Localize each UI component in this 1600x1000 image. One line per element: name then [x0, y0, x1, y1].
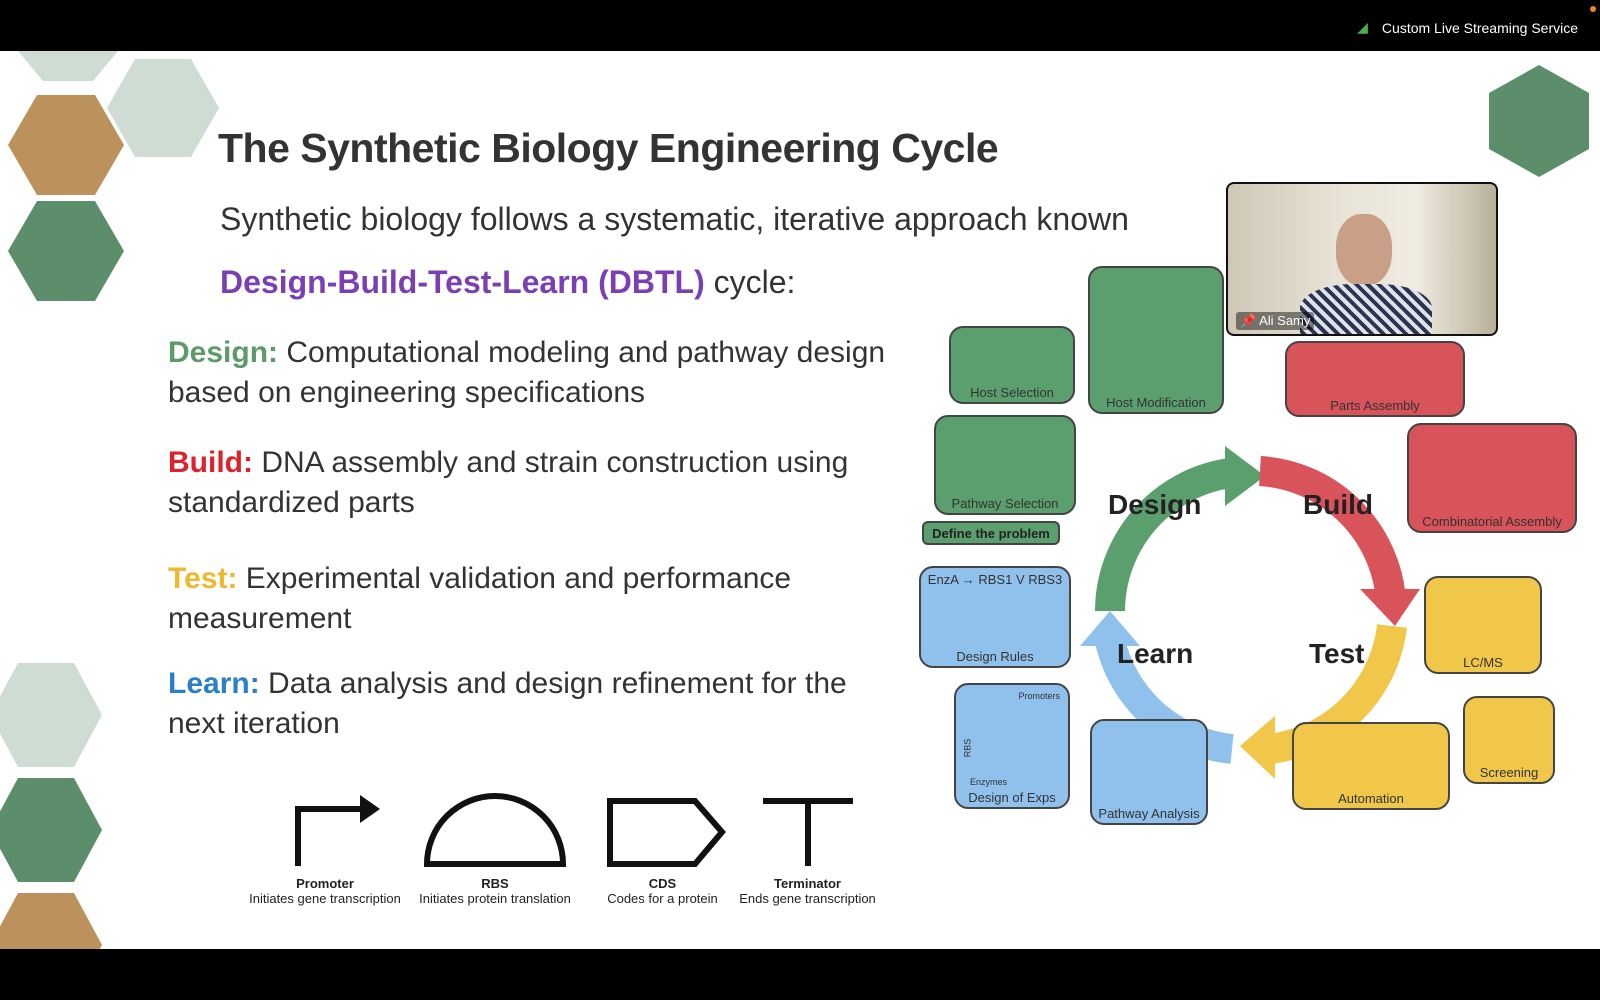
- speaker-head: [1336, 214, 1392, 286]
- sbol-symbols-graphic: [295, 793, 853, 867]
- axis-label-promoters: Promoters: [1018, 691, 1060, 701]
- promoter-glyph: [295, 806, 365, 866]
- bullet-learn: Learn: Data analysis and design refineme…: [168, 664, 888, 744]
- symbol-desc: Ends gene transcription: [739, 891, 876, 906]
- parts-assembly-box: Parts Assembly: [1285, 341, 1465, 417]
- bullet-term: Learn:: [168, 667, 260, 700]
- box-top-label: EnzA → RBS1 V RBS3: [927, 572, 1063, 587]
- bullet-text: Computational modeling and pathway desig…: [168, 336, 886, 409]
- streaming-status[interactable]: ◢ Custom Live Streaming Service: [1357, 19, 1578, 36]
- cycle-label-design: Design: [1108, 489, 1202, 520]
- symbol-name: Terminator: [774, 876, 841, 891]
- dbtl-suffix: cycle:: [704, 264, 796, 300]
- box-label: Pathway Analysis: [1098, 806, 1200, 821]
- decor-hexagon: [8, 95, 124, 195]
- promoter-arrowhead: [360, 795, 380, 823]
- box-label: Parts Assembly: [1330, 398, 1420, 413]
- axis-label-rbs: RBS: [962, 738, 973, 758]
- bullet-term: Design:: [168, 336, 279, 369]
- box-label: Host Selection: [970, 385, 1054, 400]
- broadcast-icon: ◢: [1357, 19, 1368, 35]
- host-modification-box: Host Modification: [1088, 266, 1224, 414]
- pathway-analysis-box: Pathway Analysis: [1090, 719, 1208, 825]
- symbol-desc: Initiates gene transcription: [249, 891, 401, 906]
- bullet-text: Experimental validation and performance …: [168, 562, 792, 635]
- box-label: Define the problem: [932, 525, 1050, 541]
- box-label: Host Modification: [1106, 395, 1206, 410]
- decor-hexagon: [0, 893, 102, 949]
- bullet-term: Test:: [168, 562, 238, 595]
- speaker-video-tile[interactable]: 📌 Ali Samy: [1226, 182, 1498, 336]
- symbol-name: RBS: [481, 876, 509, 891]
- box-label: Pathway Selection: [951, 496, 1059, 511]
- speaker-name-label: 📌 Ali Samy: [1236, 312, 1315, 330]
- host-selection-box: Host Selection: [949, 326, 1075, 404]
- cycle-label-build: Build: [1303, 489, 1373, 520]
- symbol-desc: Codes for a protein: [607, 891, 718, 906]
- recording-dot-icon: [1590, 6, 1596, 12]
- symbol-name: CDS: [648, 876, 677, 891]
- decor-hexagon: [18, 51, 118, 81]
- symbol-name: Promoter: [296, 876, 354, 891]
- terminator-glyph: [763, 798, 853, 866]
- bullet-term: Build:: [168, 446, 253, 479]
- decor-hexagon: [107, 59, 219, 157]
- slide-title: The Synthetic Biology Engineering Cycle: [218, 125, 999, 171]
- define-problem-box: Define the problem: [922, 521, 1060, 545]
- learn-arrow: [1095, 637, 1234, 764]
- design-arrow: [1095, 458, 1233, 612]
- rbs-glyph: [423, 793, 567, 867]
- cycle-label-learn: Learn: [1117, 638, 1194, 669]
- lcms-box: LC/MS: [1424, 576, 1542, 674]
- speaker-name: Ali Samy: [1259, 313, 1311, 328]
- pathway-selection-box: Pathway Selection: [934, 415, 1076, 515]
- bottom-bar: [0, 949, 1600, 1000]
- test-arrowhead: [1240, 716, 1275, 779]
- box-label: Design of Exps: [968, 790, 1056, 805]
- automation-box: Automation: [1292, 722, 1450, 810]
- axis-label-enzymes: Enzymes: [970, 777, 1008, 787]
- combinatorial-assembly-box: Combinatorial Assembly: [1407, 423, 1577, 533]
- box-label: Design Rules: [956, 649, 1034, 664]
- dbtl-term: Design-Build-Test-Learn (DBTL): [220, 264, 705, 300]
- box-label: Screening: [1479, 765, 1539, 780]
- screening-box: Screening: [1463, 696, 1555, 784]
- bullet-design: Design: Computational modeling and pathw…: [168, 333, 888, 413]
- box-label: Automation: [1338, 791, 1404, 806]
- speaker-shirt: [1300, 284, 1432, 334]
- decor-hexagon: [0, 663, 102, 767]
- learn-arrowhead: [1080, 611, 1140, 646]
- decor-hexagon: [1489, 65, 1589, 177]
- cycle-label-test: Test: [1309, 638, 1365, 669]
- bullet-text: Data analysis and design refinement for …: [168, 667, 847, 740]
- build-arrow: [1258, 456, 1405, 594]
- cds-glyph: [607, 798, 726, 867]
- decor-hexagon: [0, 778, 102, 882]
- bullet-test: Test: Experimental validation and perfor…: [168, 559, 888, 639]
- design-arrowhead: [1225, 446, 1265, 506]
- symbol-desc: Initiates protein translation: [419, 891, 571, 906]
- top-bar: ◢ Custom Live Streaming Service: [0, 0, 1600, 51]
- box-label: Combinatorial Assembly: [1422, 514, 1562, 529]
- design-of-exps-box: Promoters RBS Enzymes Design of Exps: [954, 683, 1070, 809]
- streaming-service-label: Custom Live Streaming Service: [1381, 19, 1578, 36]
- pin-icon: 📌: [1240, 313, 1257, 328]
- bullet-text: DNA assembly and strain construction usi…: [168, 446, 849, 519]
- build-arrowhead: [1360, 589, 1420, 626]
- decor-hexagon: [8, 201, 124, 301]
- bullet-build: Build: DNA assembly and strain construct…: [168, 443, 888, 523]
- dbtl-line: Design-Build-Test-Learn (DBTL) cycle:: [220, 264, 795, 301]
- intro-text: Synthetic biology follows a systematic, …: [220, 201, 1129, 237]
- box-label: LC/MS: [1463, 655, 1503, 670]
